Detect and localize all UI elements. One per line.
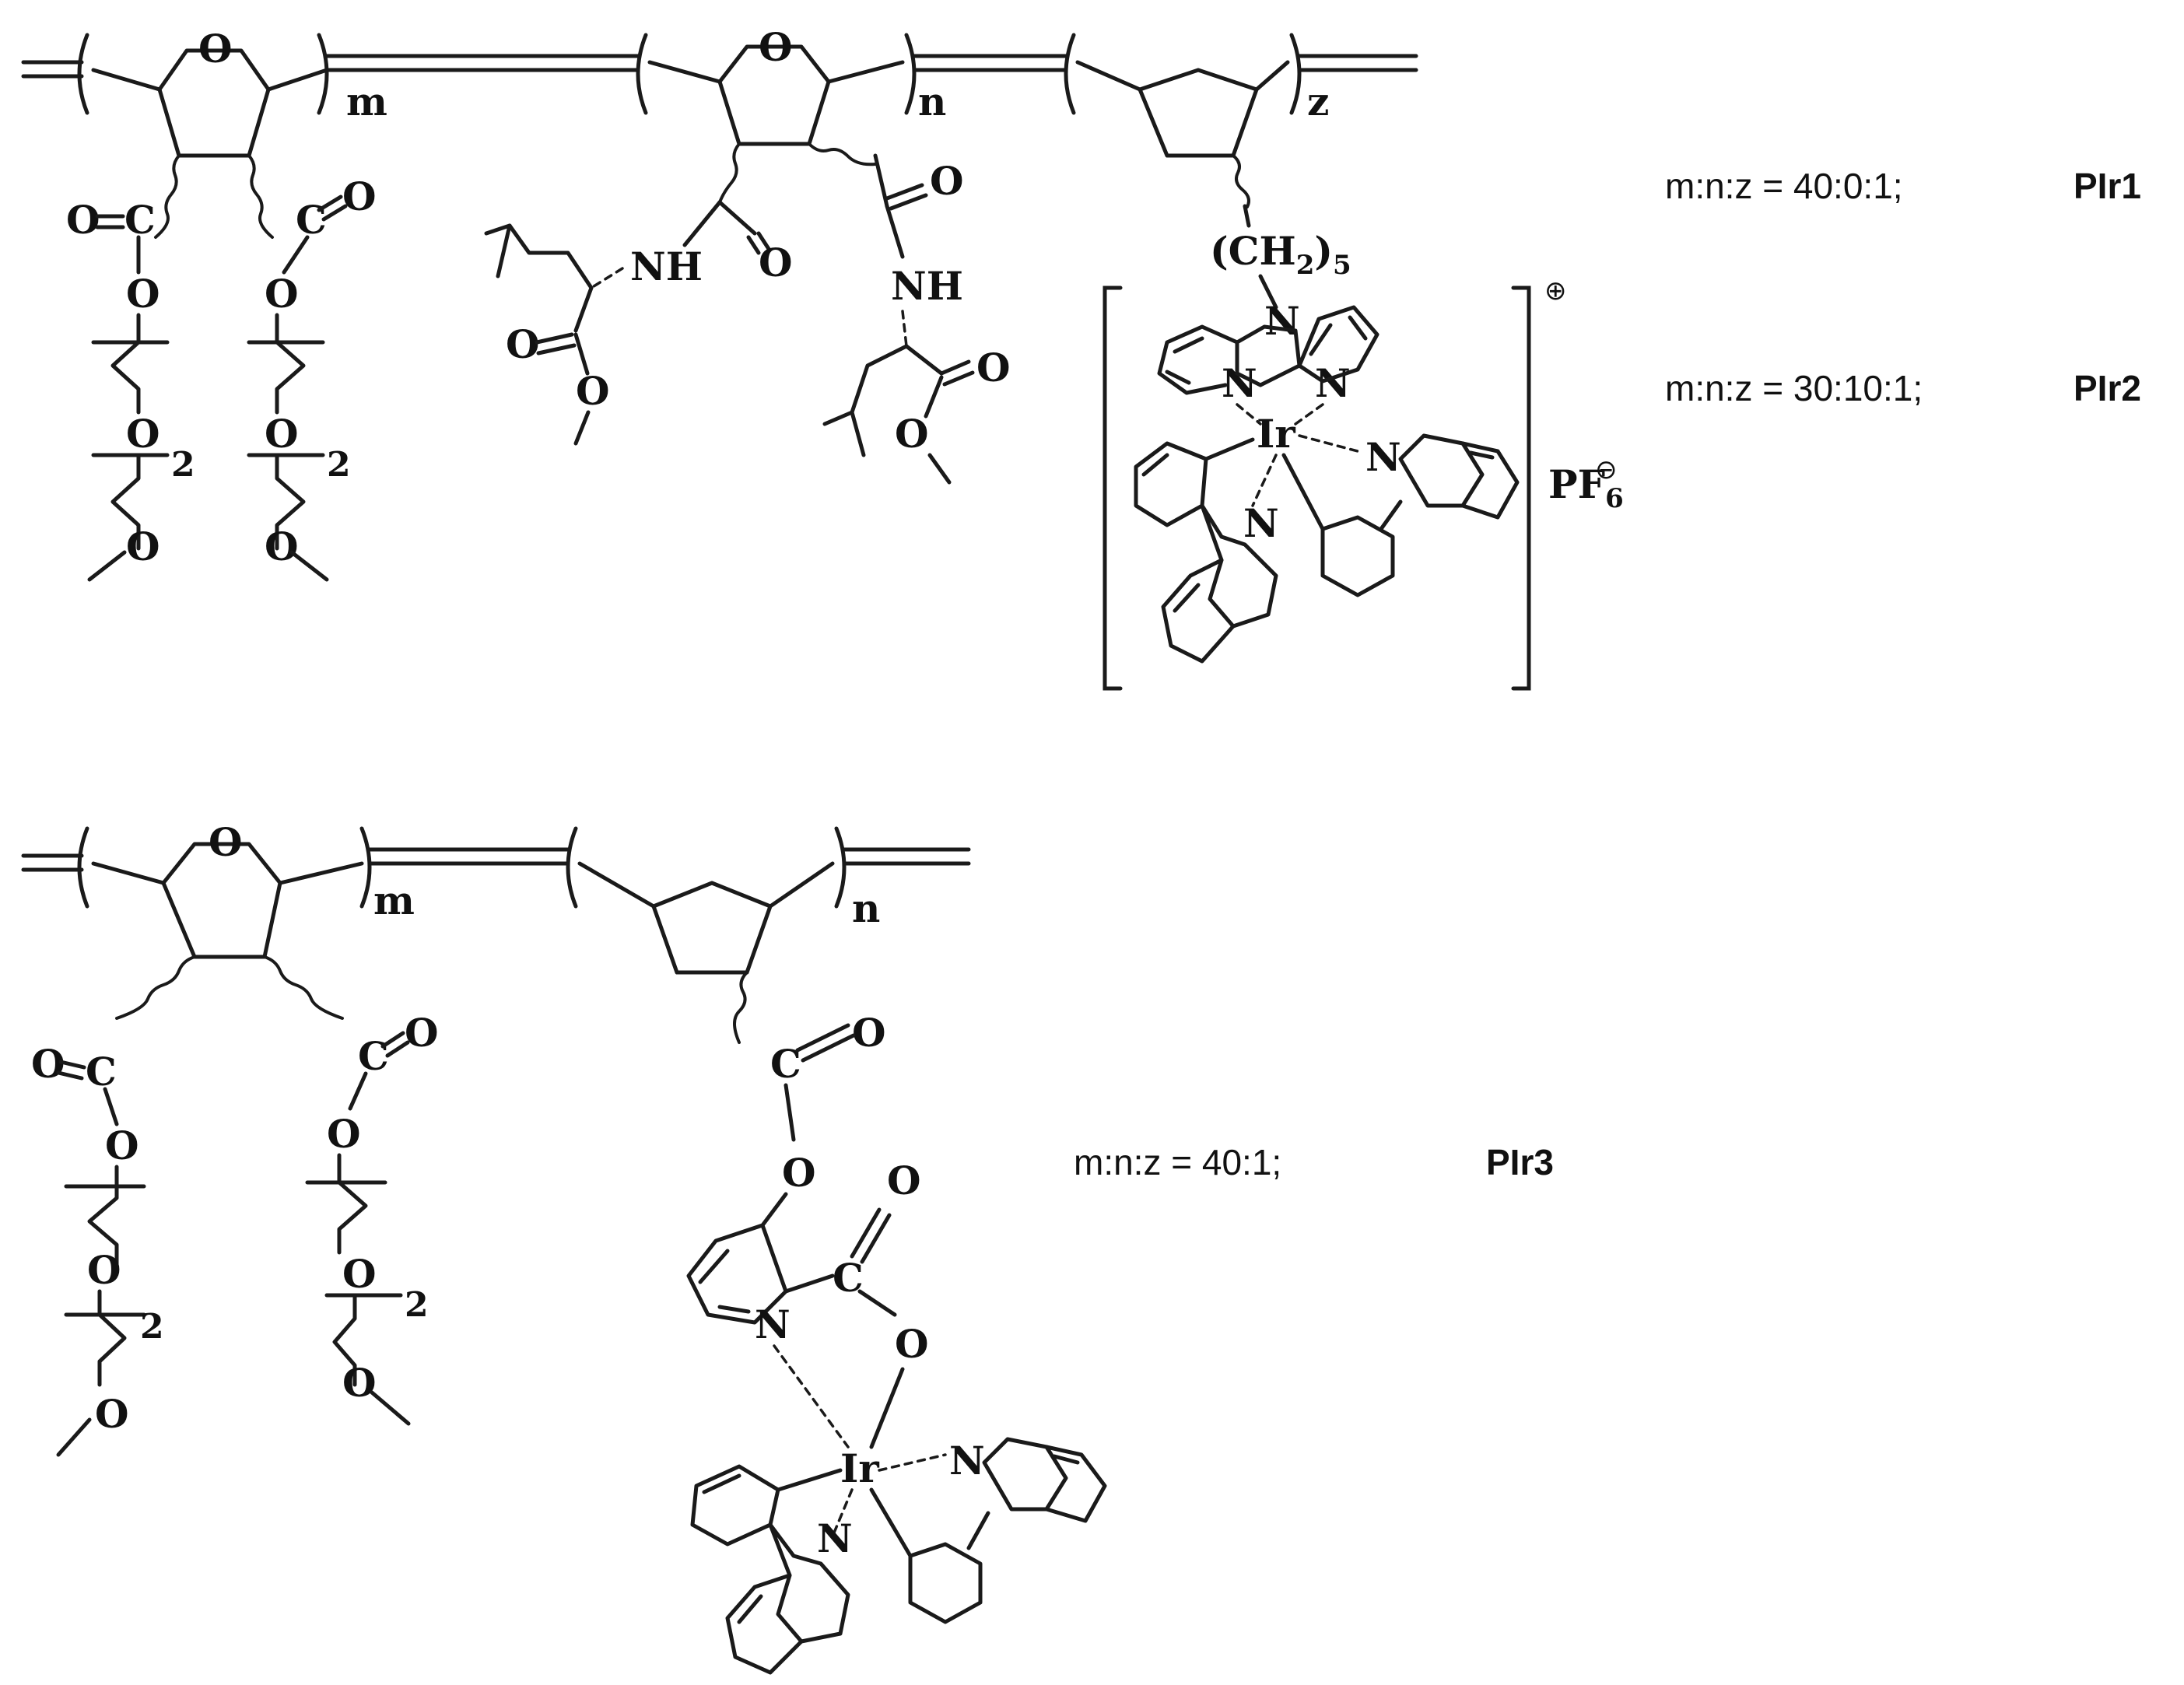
ester-carbonyl-oxygen-left: O [506, 321, 540, 367]
carbonyl-carbon-right: C [296, 197, 327, 243]
repeat-label-n-top: n [918, 79, 946, 124]
carbonyl-carbon-br: C [358, 1033, 389, 1079]
ester-oxygen-bn: O [782, 1150, 816, 1196]
ratio-pir2: m:n:z = 30:10:1; [1665, 368, 1923, 408]
repeat-label-z-top: z [1307, 79, 1329, 124]
peg-repeat-bl: 2 [140, 1307, 164, 1347]
amide-oxygen-right: O [930, 158, 964, 204]
ratio-pir1: m:n:z = 40:0:1; [1665, 166, 1903, 206]
ester-oxygen-right: O [265, 271, 299, 317]
isoquinoline-n-bottom-lower: N [817, 1515, 853, 1561]
benzimidazole-n1: N [1264, 298, 1300, 344]
cationic-charge: ⊕ [1544, 275, 1567, 307]
picolinate-n: N [755, 1301, 791, 1347]
pyridine-n: N [1315, 360, 1351, 406]
ratio-pir3: m:n:z = 40:1; [1074, 1142, 1281, 1182]
compound-labels: m:n:z = 40:0:1; PIr1 m:n:z = 30:10:1; PI… [1074, 166, 2141, 1182]
isoquinoline-n-right: N [1365, 434, 1401, 480]
carbonyl-carbon-bn: C [770, 1041, 801, 1087]
carboxylate-carbon: C [833, 1255, 864, 1301]
isoquinoline-n-lower: N [1243, 500, 1279, 546]
top-backbone [21, 54, 1418, 79]
isoquinoline-n-bottom-right: N [949, 1438, 985, 1484]
amide-nh-right: NH [891, 263, 963, 309]
peg-repeat-right: 2 [327, 445, 351, 485]
carboxylate-oxygen-single: O [895, 1321, 929, 1367]
carbonyl-oxygen-bn: O [852, 1010, 886, 1056]
amide-nh-left: NH [630, 243, 703, 289]
ir-complex-top: ⊕ PF6 ⊖ N N N Ir N N [1103, 275, 1624, 691]
peg-repeat-left: 2 [171, 445, 195, 485]
iridium-atom-bottom: Ir [840, 1445, 879, 1491]
methoxy-oxygen-br: O [342, 1360, 377, 1406]
alkyl-spacer: (CH2)5 [1210, 228, 1351, 281]
ester-oxygen-br: O [327, 1111, 361, 1157]
unit-m-top: O C O O O 2 O C O O O 2 O [66, 26, 377, 582]
methoxy-oxygen-right: O [265, 524, 299, 569]
oxygen-bridge-m: O [198, 26, 233, 72]
methoxy-oxygen-left: O [126, 524, 160, 569]
amide-oxygen-left: O [759, 240, 793, 286]
name-pir3: PIr3 [1486, 1142, 1554, 1182]
methoxy-oxygen-bl: O [95, 1391, 129, 1437]
repeat-label-n-bottom: n [852, 885, 880, 931]
carbonyl-oxygen-bl: O [31, 1041, 65, 1087]
top-repeat-brackets [77, 33, 1302, 115]
unit-z-top: (CH2)5 [1075, 60, 1351, 310]
oxygen-bridge-n: O [759, 24, 793, 70]
carbonyl-carbon-left: C [124, 197, 156, 243]
peg-oxygen-bl: O [87, 1247, 121, 1293]
name-pir2: PIr2 [2074, 368, 2141, 408]
unit-n-bottom: C O O N C O O Ir N N [577, 861, 1107, 1675]
benzimidazole-n3: N [1222, 360, 1257, 406]
unit-m-bottom: O C O O O 2 O C O O O 2 O [31, 819, 439, 1457]
carbonyl-oxygen-br: O [405, 1010, 439, 1056]
carbonyl-oxygen-right: O [342, 173, 377, 219]
bottom-backbone [21, 826, 971, 909]
repeat-label-m-bottom: m [373, 878, 415, 923]
name-pir1: PIr1 [2074, 166, 2141, 206]
iridium-atom-top: Ir [1257, 411, 1295, 457]
carboxylate-oxygen-double: O [887, 1158, 921, 1203]
carbonyl-oxygen-left: O [66, 197, 100, 243]
ester-oxygen-left: O [126, 271, 160, 317]
repeat-label-m-top: m [346, 79, 387, 124]
ester-oxygen-leu-left: O [576, 368, 610, 414]
counterion-pf6: PF6 [1548, 461, 1624, 514]
counterion-charge: ⊖ [1595, 454, 1618, 485]
peg-oxygen-right: O [265, 411, 299, 457]
ester-oxygen-bl: O [105, 1123, 139, 1168]
ester-oxygen-leu-right: O [895, 411, 929, 457]
ester-carbonyl-oxygen-right: O [976, 345, 1011, 391]
carbonyl-carbon-bl: C [86, 1049, 117, 1095]
unit-n-top: O O NH O O O NH O O [484, 24, 1011, 485]
peg-oxygen-br: O [342, 1251, 377, 1297]
oxygen-bridge-bottom: O [209, 819, 243, 865]
peg-repeat-br: 2 [405, 1285, 429, 1325]
peg-oxygen-left: O [126, 411, 160, 457]
